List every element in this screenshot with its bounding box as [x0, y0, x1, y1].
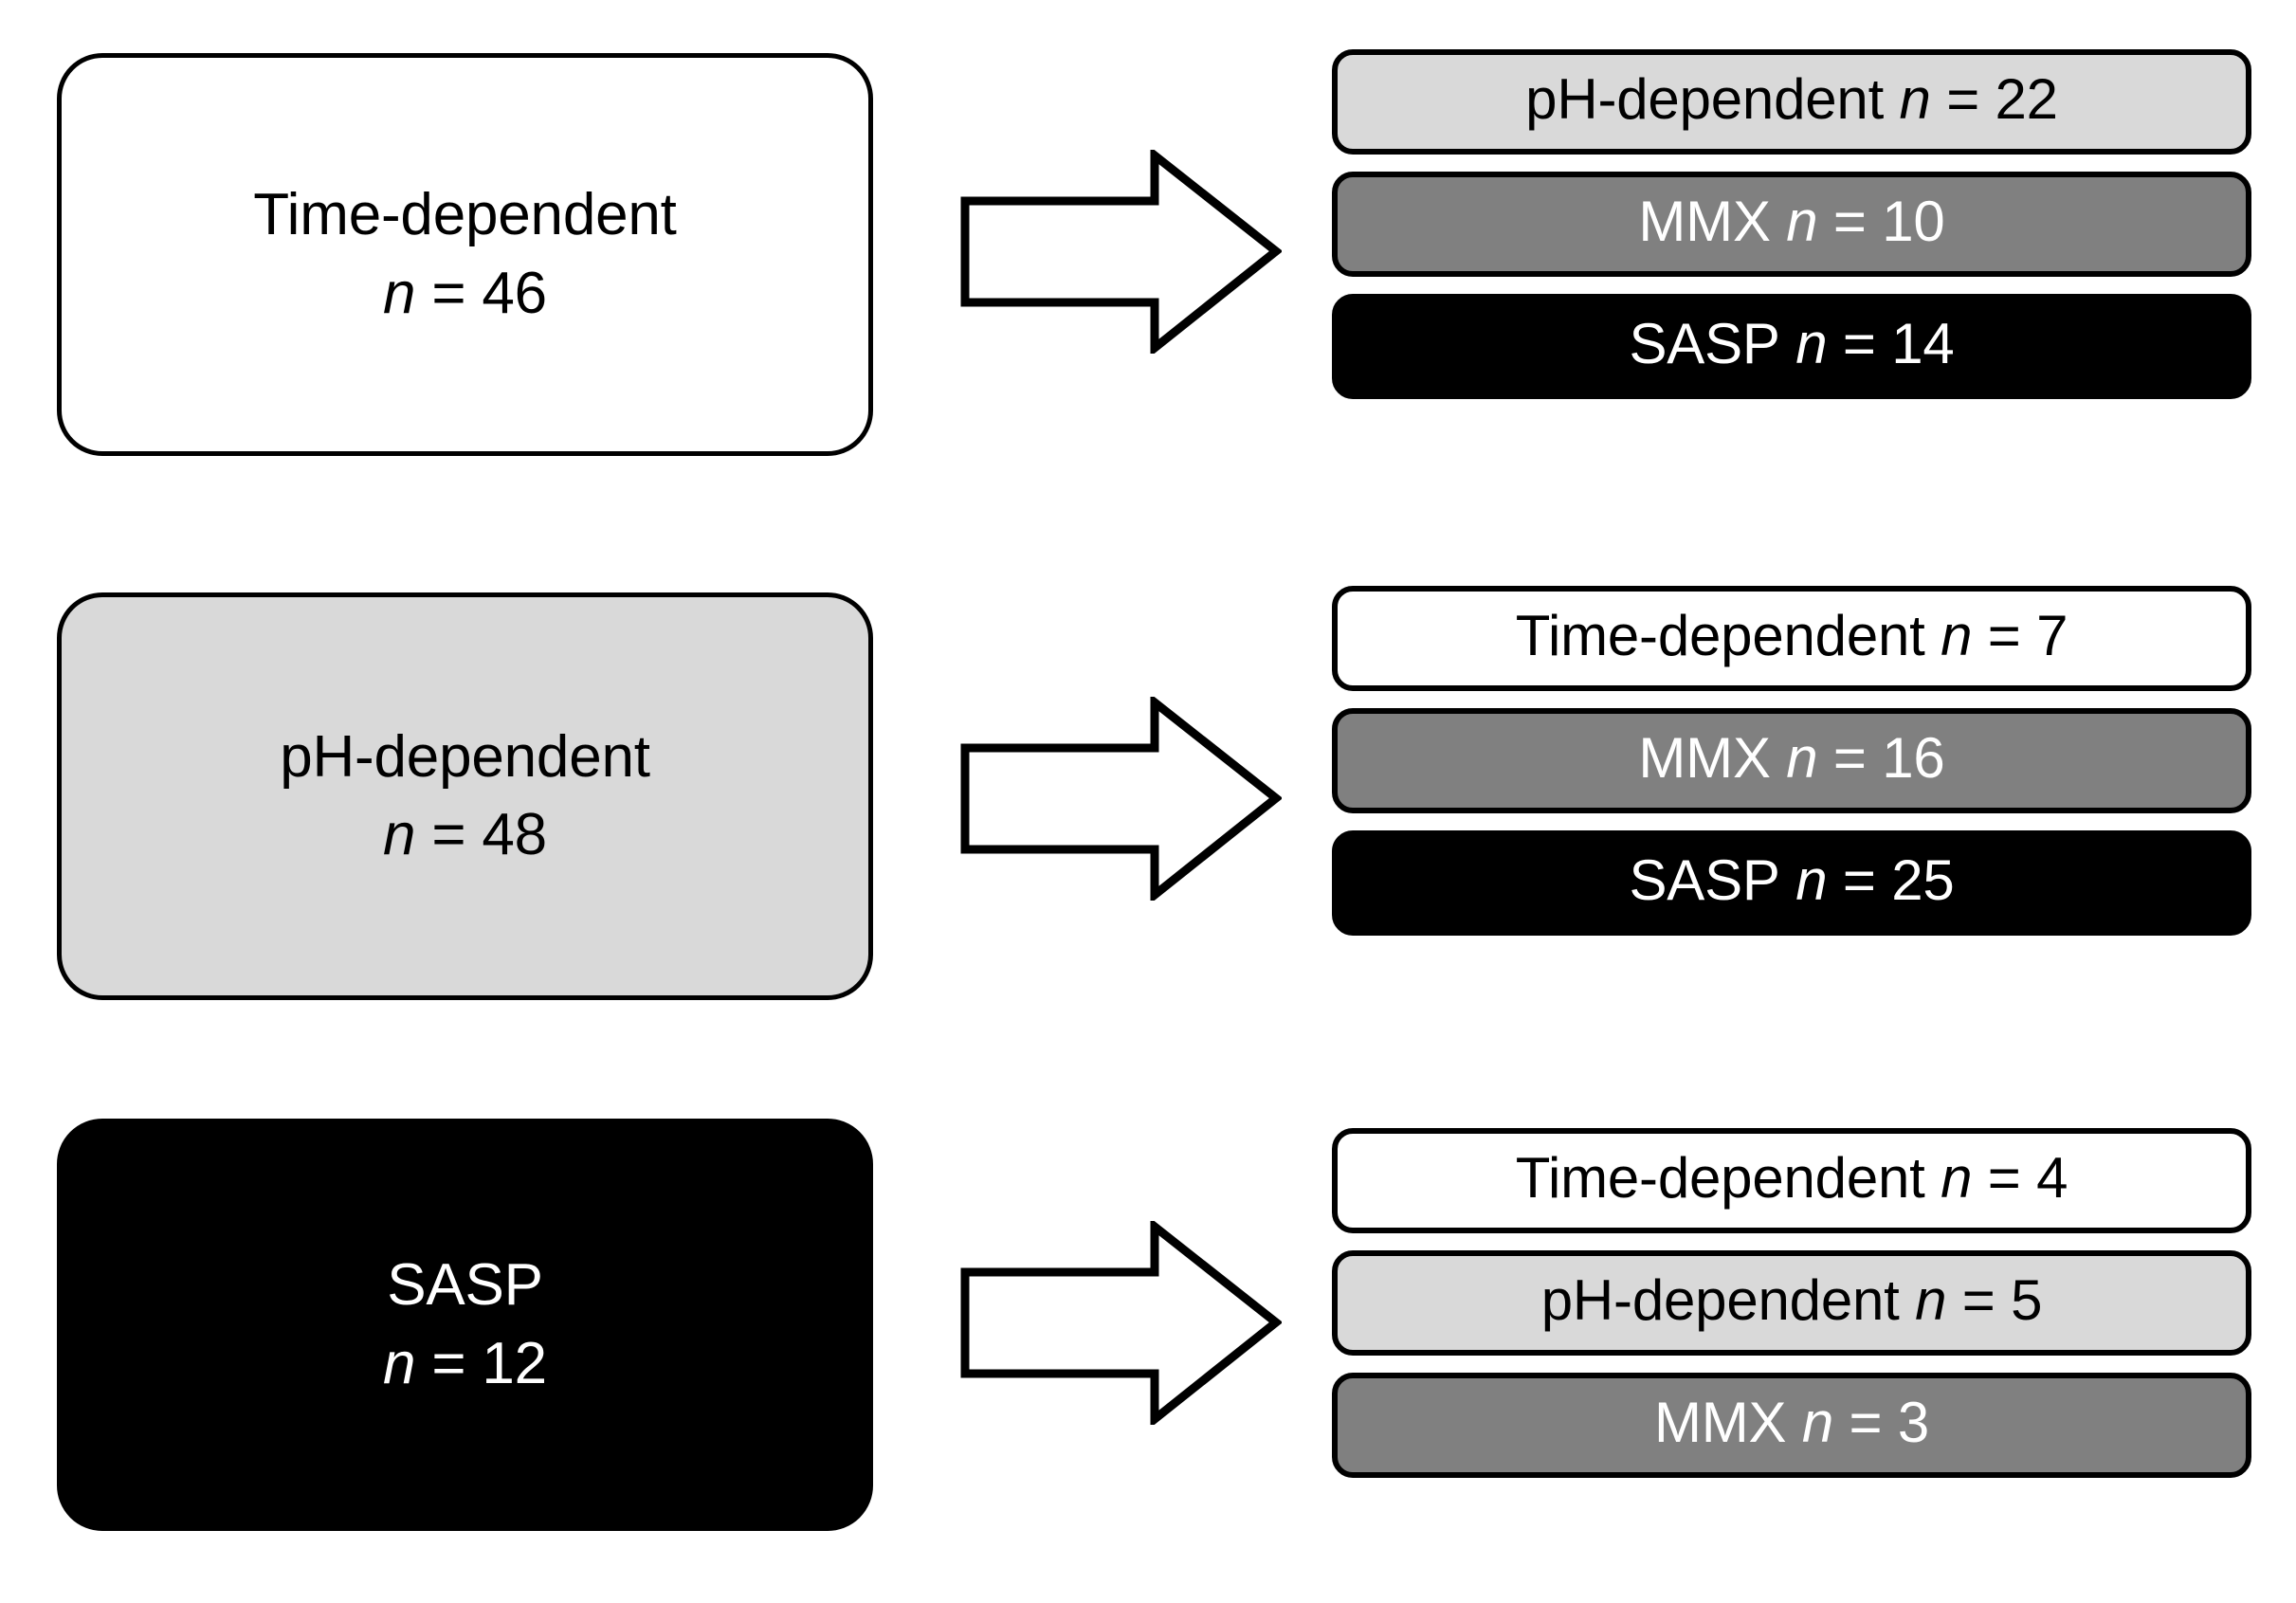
target-box-mmx: MMX n = 16: [1332, 708, 2251, 813]
target-box-sasp: SASP n = 25: [1332, 830, 2251, 936]
n-symbol: n: [383, 260, 416, 326]
source-box-title: SASP: [387, 1252, 543, 1319]
target-label: pH-dependent n = 5: [1540, 1267, 2043, 1332]
n-symbol: n: [1801, 1390, 1834, 1454]
target-label: Time-dependent n = 7: [1515, 603, 2068, 667]
n-symbol: n: [383, 802, 416, 867]
target-box-ph-dependent: pH-dependent n = 22: [1332, 49, 2251, 155]
target-label: MMX n = 3: [1654, 1390, 1929, 1454]
flow-row: Time-dependent n = 46 pH-dependent n = 2…: [0, 0, 2296, 531]
source-box-title: Time-dependent: [253, 182, 677, 248]
n-symbol: n: [1795, 847, 1828, 912]
target-count: 25: [1891, 847, 1955, 912]
target-label: MMX n = 10: [1638, 189, 1945, 253]
flow-row: SASP n = 12 Time-dependent n = 4 pH-depe…: [0, 1071, 2296, 1603]
target-count: 22: [1995, 66, 2059, 131]
target-box-sasp: SASP n = 14: [1332, 294, 2251, 399]
n-symbol: n: [1915, 1267, 1947, 1332]
target-label: MMX n = 16: [1638, 725, 1945, 790]
target-box-mmx: MMX n = 3: [1332, 1373, 2251, 1478]
flow-arrow-icon: [959, 1221, 1282, 1425]
source-box-count: n = 12: [383, 1330, 547, 1396]
n-symbol: n: [1899, 66, 1931, 131]
target-count: 5: [2011, 1267, 2043, 1332]
target-list: pH-dependent n = 22 MMX n = 10 SASP n = …: [1332, 49, 2251, 416]
target-list: Time-dependent n = 7 MMX n = 16 SASP n =…: [1332, 586, 2251, 953]
source-box-count: n = 48: [383, 802, 547, 867]
n-symbol: n: [1786, 725, 1818, 790]
flow-arrow-icon: [959, 150, 1282, 354]
target-count: 16: [1882, 725, 1945, 790]
target-count: 3: [1897, 1390, 1929, 1454]
source-count-value: 46: [482, 260, 547, 326]
n-symbol: n: [1941, 1145, 1973, 1210]
n-symbol: n: [1795, 311, 1828, 375]
n-symbol: n: [383, 1330, 416, 1396]
target-box-time-dependent: Time-dependent n = 4: [1332, 1128, 2251, 1233]
target-label: SASP n = 25: [1629, 847, 1955, 912]
target-box-mmx: MMX n = 10: [1332, 172, 2251, 277]
n-symbol: n: [1941, 603, 1973, 667]
target-label: pH-dependent n = 22: [1525, 66, 2058, 131]
n-symbol: n: [1786, 189, 1818, 253]
source-box-ph-dependent: pH-dependent n = 48: [57, 592, 873, 1000]
source-box-sasp: SASP n = 12: [57, 1119, 873, 1531]
source-box-count: n = 46: [383, 260, 547, 326]
source-count-value: 12: [482, 1330, 547, 1396]
target-count: 14: [1891, 311, 1955, 375]
source-count-value: 48: [482, 802, 547, 867]
target-count: 7: [2036, 603, 2068, 667]
source-box-title: pH-dependent: [280, 723, 650, 790]
source-box-time-dependent: Time-dependent n = 46: [57, 53, 873, 456]
flow-row: pH-dependent n = 48 Time-dependent n = 7…: [0, 531, 2296, 1071]
target-box-time-dependent: Time-dependent n = 7: [1332, 586, 2251, 691]
target-count: 4: [2036, 1145, 2068, 1210]
target-label: Time-dependent n = 4: [1515, 1145, 2068, 1210]
target-list: Time-dependent n = 4 pH-dependent n = 5 …: [1332, 1128, 2251, 1495]
flow-arrow-icon: [959, 697, 1282, 901]
target-box-ph-dependent: pH-dependent n = 5: [1332, 1250, 2251, 1356]
target-label: SASP n = 14: [1629, 311, 1955, 375]
target-count: 10: [1882, 189, 1945, 253]
